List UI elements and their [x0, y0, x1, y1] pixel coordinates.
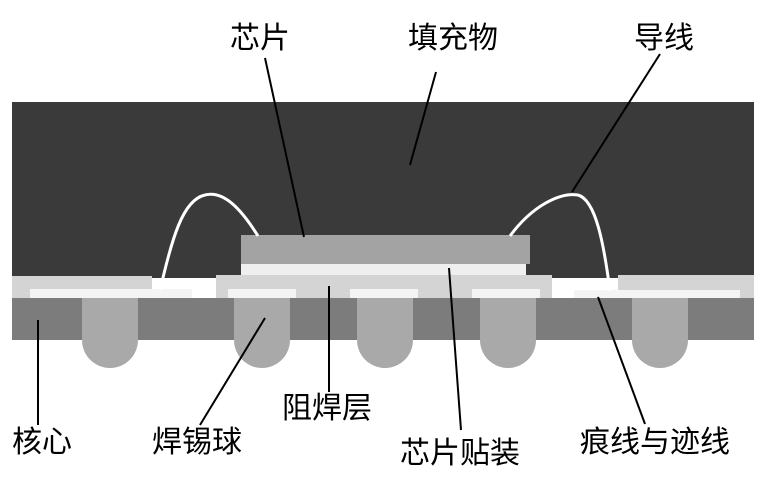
label-filler: 填充物	[408, 21, 498, 56]
trace-pad	[574, 290, 740, 298]
label-trace: 痕线与迹线	[580, 425, 730, 460]
chip-die	[241, 235, 530, 264]
bond-wire-right	[508, 193, 612, 292]
die-attach-layer	[241, 264, 526, 275]
leader-die-attach	[448, 267, 462, 431]
trace-pad	[30, 289, 192, 298]
label-chip: 芯片	[230, 21, 290, 56]
solder-ball	[82, 298, 138, 368]
trace-pad	[228, 289, 296, 298]
solder-mask-center	[216, 275, 552, 298]
leader-solder-ball	[199, 317, 266, 426]
label-die-attach: 芯片贴装	[400, 436, 520, 471]
leader-trace	[597, 296, 646, 425]
label-core: 核心	[12, 425, 72, 460]
label-solder-ball: 焊锡球	[152, 425, 242, 460]
solder-ball	[357, 298, 413, 368]
solder-ball	[480, 298, 536, 368]
trace-pad	[472, 289, 540, 298]
label-solder-mask: 阻焊层	[282, 391, 372, 426]
bond-wire-left	[158, 192, 260, 291]
trace-pad	[350, 289, 418, 298]
label-wire: 导线	[634, 21, 694, 56]
solder-ball	[632, 298, 688, 368]
leader-chip	[264, 57, 305, 238]
leader-wire	[571, 53, 661, 193]
leader-filler	[409, 71, 437, 166]
solder-ball	[234, 298, 290, 368]
